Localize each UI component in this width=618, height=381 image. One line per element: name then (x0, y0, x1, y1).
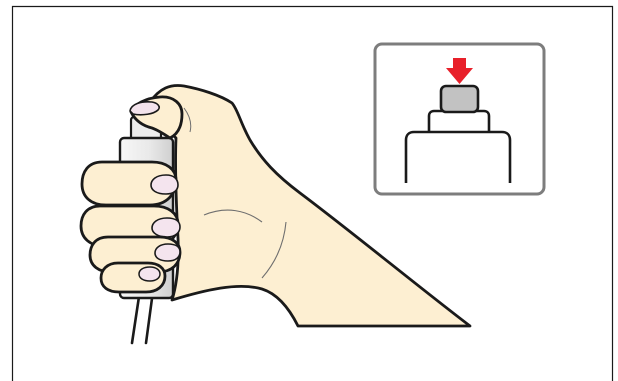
middle-nail (151, 217, 181, 238)
press-down-arrow-icon (446, 58, 473, 84)
thumb-nail (129, 101, 160, 116)
inset-frame (373, 42, 546, 196)
inset-device-body (404, 130, 512, 183)
hand-pressing-button-icon (79, 84, 472, 345)
hand-palm (148, 84, 472, 328)
figure-frame (11, 5, 614, 381)
inset-push-button (439, 84, 480, 114)
ring-nail (154, 243, 181, 262)
index-nail (150, 174, 179, 195)
button-press-detail-icon (373, 42, 546, 196)
palm-creases (183, 107, 287, 279)
little-nail (138, 266, 161, 282)
hand-finger-index (80, 160, 178, 207)
